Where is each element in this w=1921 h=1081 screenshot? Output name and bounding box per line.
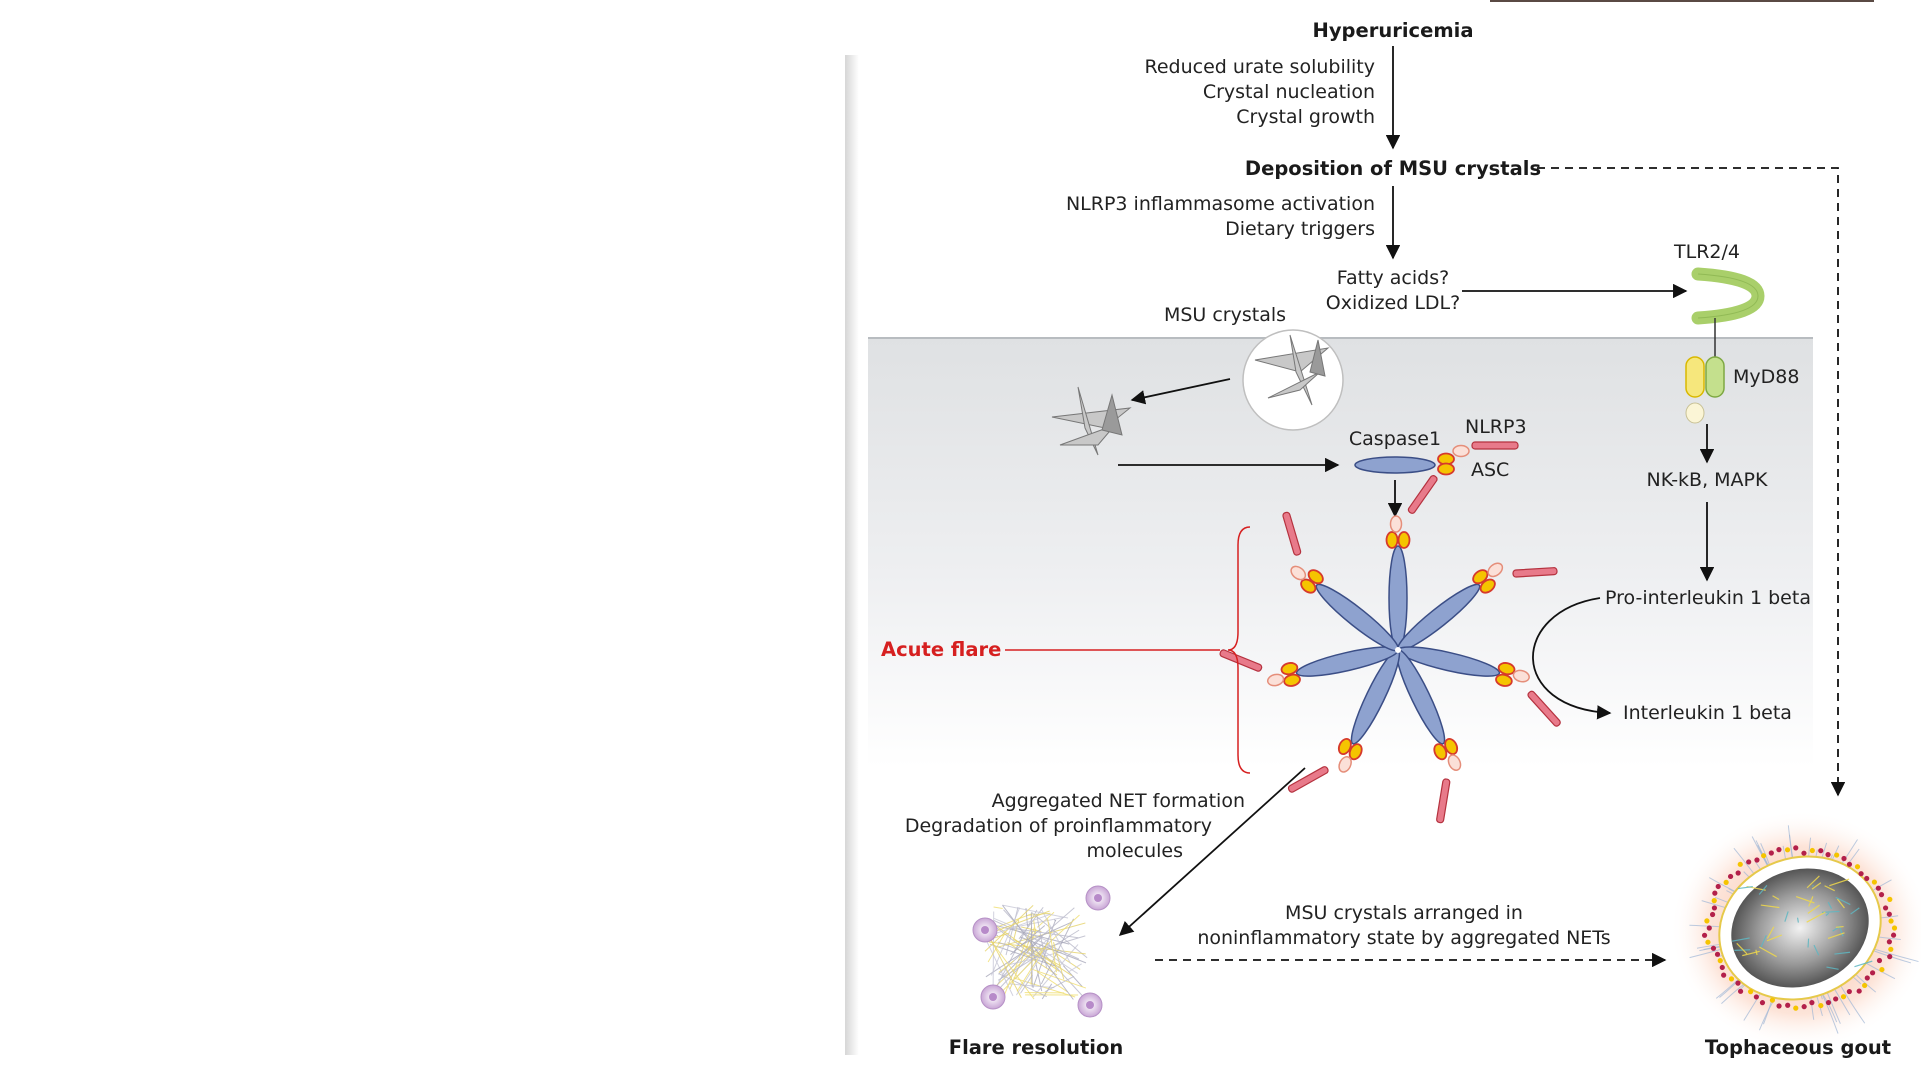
tlr-label: TLR2/4	[1673, 241, 1740, 263]
arrow-inflammasome-resolution	[1118, 767, 1306, 936]
caspase1-label: Caspase1	[1349, 428, 1441, 450]
net-line3: molecules	[1087, 840, 1183, 862]
msu-crystals-label: MSU crystals	[1164, 304, 1286, 326]
net-line2: Degradation of proinflammatory	[905, 815, 1212, 837]
acute-flare-label: Acute flare	[881, 638, 1001, 661]
oxidized-ldl-label: Oxidized LDL?	[1326, 292, 1460, 314]
aggregated-nets-icon	[972, 885, 1111, 1018]
hyperuricemia-label: Hyperuricemia	[1313, 19, 1474, 42]
nlrp3-label: NLRP3	[1465, 416, 1527, 438]
nfkb-label: NK-kB, MAPK	[1647, 469, 1768, 491]
step2-line2: Dietary triggers	[1225, 218, 1375, 240]
deposition-label: Deposition of MSU crystals	[1245, 157, 1541, 180]
asc-label: ASC	[1471, 459, 1509, 481]
net-line1: Aggregated NET formation	[992, 790, 1245, 812]
caspase1-icon	[1354, 456, 1436, 474]
tlr-receptor-icon	[1691, 267, 1765, 325]
inflammasome-complex-icon	[1219, 475, 1561, 824]
step1-line1: Reduced urate solubility	[1145, 56, 1376, 78]
flare-resolution-label: Flare resolution	[949, 1036, 1124, 1059]
msu-arranged-line2: noninflammatory state by aggregated NETs	[1197, 927, 1610, 949]
arrow-proil1b-il1b	[1532, 597, 1612, 720]
myd88-icon-right	[1705, 356, 1725, 398]
dashed-arrow-deposition-tophus	[1537, 167, 1846, 797]
tophaceous-gout-label: Tophaceous gout	[1705, 1036, 1891, 1059]
acute-flare-bracket	[1227, 526, 1251, 774]
arrow-phagosome-crystals	[1130, 378, 1231, 405]
step2-line1: NLRP3 inflammasome activation	[1066, 193, 1375, 215]
fatty-acids-label: Fatty acids?	[1337, 267, 1449, 289]
step1-line3: Crystal growth	[1236, 106, 1375, 128]
myd88-label: MyD88	[1733, 366, 1799, 388]
il1b-label: Interleukin 1 beta	[1623, 702, 1792, 724]
msu-arranged-line1: MSU crystals arranged in	[1285, 902, 1523, 924]
free-msu-crystal-icon	[1051, 386, 1132, 456]
panel-divider	[845, 55, 859, 1055]
step1-line2: Crystal nucleation	[1203, 81, 1375, 103]
tophus-icon	[1670, 810, 1921, 1050]
myd88-adaptor-icon	[1685, 402, 1705, 424]
cell-background	[868, 338, 1813, 768]
nlrp3-icon	[1471, 441, 1519, 450]
myd88-icon-left	[1685, 356, 1705, 398]
pro-il1b-label: Pro-interleukin 1 beta	[1605, 587, 1811, 609]
msu-crystal-cluster-icon	[1254, 334, 1330, 406]
